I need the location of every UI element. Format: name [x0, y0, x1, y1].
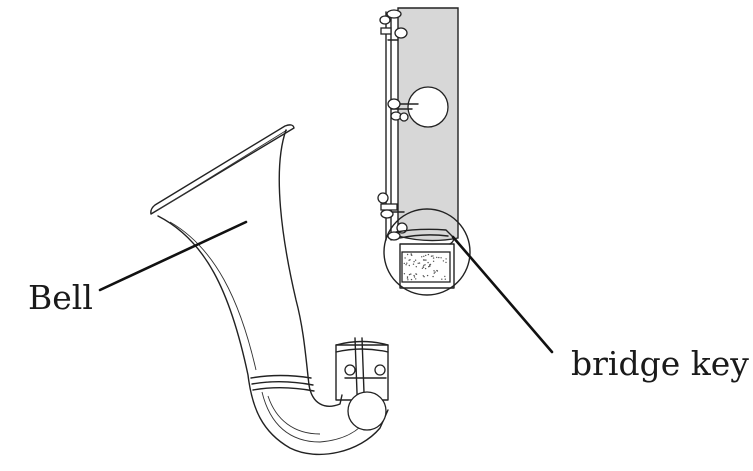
cork-dot [403, 262, 405, 265]
cork-dot [403, 273, 406, 275]
cork-dot [410, 273, 412, 275]
cork-dot [423, 255, 425, 257]
cork-dot [408, 264, 410, 267]
key-cluster-top [379, 9, 408, 41]
bell-band [250, 374, 315, 392]
cork-dot [423, 276, 425, 278]
bridge-key-leader [451, 235, 554, 354]
cork-dot [422, 275, 424, 277]
cork-dot [418, 262, 421, 264]
cork-dot [413, 276, 416, 278]
cork-dot [445, 258, 447, 260]
cork-dot [436, 256, 438, 259]
cork-dot [430, 255, 433, 257]
cork-dot [433, 270, 435, 272]
cork-dot [421, 256, 423, 258]
cork-dot [433, 272, 435, 274]
cork-dot [432, 275, 434, 278]
cork-dot [432, 260, 435, 262]
cork-dot [422, 259, 425, 261]
cork-dot [406, 277, 409, 279]
cork-dot [432, 257, 435, 259]
cork-dot [438, 256, 440, 259]
cork-dot [444, 278, 446, 280]
cork-dot [425, 254, 427, 257]
cork-dot [412, 263, 415, 265]
tone-hole-key [387, 86, 449, 128]
bottom-key-pad [347, 391, 387, 431]
cork-dot [406, 262, 408, 264]
cork-dot [415, 278, 417, 280]
cork-dot [436, 269, 438, 272]
bell-rim [150, 124, 295, 215]
bridge-key-arm [395, 228, 455, 245]
cork-dot [415, 266, 417, 268]
cork-dot [441, 278, 443, 280]
cork-dot [404, 257, 406, 259]
cork-dot [424, 267, 427, 270]
cork-dot [413, 261, 415, 263]
cork-dot [415, 273, 417, 275]
cork-dot [413, 274, 415, 277]
cork-dot [421, 267, 424, 269]
cork-dot [417, 262, 419, 264]
cork-dot [425, 259, 427, 261]
cork-dot [408, 273, 411, 276]
cork-dot [434, 271, 436, 273]
cork-dot [410, 253, 412, 255]
cork-dot [424, 259, 426, 261]
cork-dot [422, 266, 424, 268]
cork-dot [406, 276, 409, 278]
cork-dot [414, 259, 417, 261]
bell [150, 124, 389, 456]
cork-dot [445, 261, 447, 264]
cork-dot [407, 279, 409, 281]
bell-socket [335, 337, 389, 431]
cork-dot [405, 264, 407, 266]
cork-dot [442, 260, 445, 262]
cork-dot [406, 253, 409, 256]
cork-dot [426, 274, 429, 277]
cork-dot [432, 255, 434, 257]
tenon-cork [399, 243, 455, 289]
cork-dot [429, 265, 431, 267]
detail-circle [383, 208, 471, 296]
upper-joint [377, 7, 471, 296]
cork-dot [424, 264, 426, 266]
bell-label: Bell [28, 278, 93, 317]
cork-dot [427, 261, 429, 264]
bell-body [157, 129, 389, 456]
cork-dot [444, 275, 446, 278]
cork-dot [428, 266, 430, 268]
cork-dot [409, 259, 411, 261]
cork-dot [410, 278, 413, 281]
cork-dot [427, 253, 430, 256]
cork-dot [429, 263, 432, 266]
cork-dot [440, 257, 442, 259]
bridge-key-label: bridge key [571, 344, 749, 383]
cork-dot [423, 264, 425, 267]
bell-leader [98, 220, 248, 292]
